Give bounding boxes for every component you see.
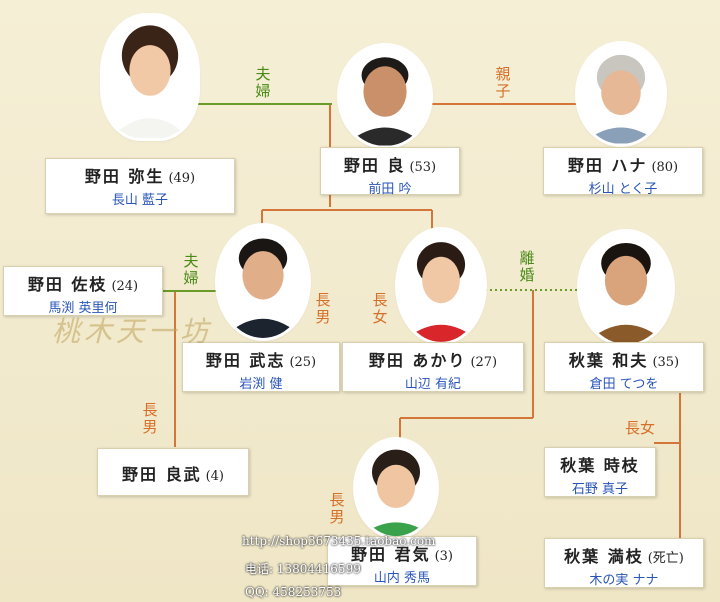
actor-text: 倉田 てつを bbox=[589, 377, 659, 392]
age-text: (35) bbox=[652, 355, 680, 370]
name-text: 秋葉 時枝 bbox=[560, 456, 640, 475]
relation-eldest-daughter-label: 長女 bbox=[624, 419, 655, 437]
name-text: 野田 佐枝 bbox=[27, 275, 108, 294]
name-label: 秋葉 時枝 bbox=[545, 452, 655, 476]
age-text: (49) bbox=[168, 171, 196, 186]
name-label: 野田 良武(4) bbox=[98, 461, 248, 485]
actor-text: 岩渕 健 bbox=[239, 377, 283, 392]
age-text: (80) bbox=[651, 160, 679, 175]
card-tokie: 秋葉 時枝 石野 真子 bbox=[544, 447, 656, 497]
relation-couple-label: 夫婦 bbox=[255, 65, 271, 100]
name-label: 野田 弥生(49) bbox=[46, 163, 234, 187]
card-yoshitake: 野田 良武(4) bbox=[97, 448, 249, 496]
name-label: 野田 君気(3) bbox=[328, 541, 476, 565]
relation-eldest-son-label: 長男 bbox=[142, 401, 158, 436]
name-label: 野田 ハナ(80) bbox=[544, 152, 702, 176]
watermark-qq: QQ: 458253753 bbox=[245, 585, 342, 599]
card-hana: 野田 ハナ(80) 杉山 とく子 bbox=[543, 147, 703, 197]
name-text: 野田 ハナ bbox=[567, 156, 648, 175]
name-label: 秋葉 満枝(死亡) bbox=[545, 543, 703, 567]
watermark-logo: 桃木天一坊 bbox=[52, 315, 213, 348]
card-ryo: 野田 良(53) 前田 吟 bbox=[320, 147, 460, 197]
actor-text: 木の実 ナナ bbox=[589, 573, 659, 588]
name-text: 秋葉 満枝 bbox=[564, 547, 644, 566]
actor-text: 前田 吟 bbox=[368, 182, 412, 197]
card-yayoi: 野田 弥生(49) 長山 藍子 bbox=[45, 158, 235, 214]
age-text: (死亡) bbox=[647, 551, 684, 566]
boy-photo bbox=[356, 440, 436, 536]
watermark-phone: 电话: 13804416599 bbox=[245, 562, 361, 576]
ryo-photo bbox=[340, 46, 430, 146]
name-text: 野田 君気 bbox=[351, 545, 431, 564]
age-text: (27) bbox=[470, 355, 498, 370]
actor-text: 長山 藍子 bbox=[111, 193, 169, 208]
name-text: 野田 良武 bbox=[122, 465, 202, 484]
card-kazuo: 秋葉 和夫(35) 倉田 てつを bbox=[544, 342, 704, 392]
actor-text: 山内 秀馬 bbox=[373, 571, 431, 586]
name-text: 野田 弥生 bbox=[84, 167, 165, 186]
hana-photo bbox=[578, 44, 664, 144]
takeshi-photo bbox=[218, 226, 308, 338]
age-text: (24) bbox=[111, 279, 139, 294]
kazuo-photo bbox=[580, 232, 672, 344]
watermark-url: http://shop3673435.taobao.com bbox=[242, 534, 436, 548]
name-label: 野田 良(53) bbox=[321, 152, 459, 176]
name-label: 野田 佐枝(24) bbox=[4, 271, 162, 295]
card-saeda: 野田 佐枝(24) 馬渕 英里何 bbox=[3, 266, 163, 316]
yayoi-photo bbox=[103, 16, 197, 138]
name-label: 野田 あかり(27) bbox=[343, 347, 523, 371]
relation-couple-label: 夫婦 bbox=[183, 252, 199, 287]
name-label: 秋葉 和夫(35) bbox=[545, 347, 703, 371]
card-akari: 野田 あかり(27) 山辺 有紀 bbox=[342, 342, 524, 392]
actor-text: 石野 真子 bbox=[571, 482, 629, 497]
name-text: 野田 あかり bbox=[368, 351, 467, 370]
actor-text: 杉山 とく子 bbox=[588, 182, 658, 197]
age-text: (3) bbox=[434, 549, 453, 564]
relation-parent-child-label: 親子 bbox=[495, 65, 511, 100]
actor-text: 山辺 有紀 bbox=[404, 377, 462, 392]
age-text: (4) bbox=[205, 469, 224, 484]
age-text: (25) bbox=[289, 355, 317, 370]
card-mitsue: 秋葉 満枝(死亡) 木の実 ナナ bbox=[544, 538, 704, 588]
name-text: 秋葉 和夫 bbox=[568, 351, 649, 370]
card-boy: 野田 君気(3) 山内 秀馬 bbox=[327, 536, 477, 586]
name-text: 野田 良 bbox=[343, 156, 406, 175]
relation-eldest-daughter-label: 長女 bbox=[372, 291, 388, 326]
relation-eldest-son-label: 長男 bbox=[329, 491, 345, 526]
actor-text: 馬渕 英里何 bbox=[48, 301, 118, 316]
name-label: 野田 武志(25) bbox=[183, 347, 339, 371]
card-takeshi: 野田 武志(25) 岩渕 健 bbox=[182, 342, 340, 392]
relation-eldest-son-label: 長男 bbox=[315, 291, 331, 326]
akari-photo bbox=[398, 230, 484, 342]
name-text: 野田 武志 bbox=[205, 351, 286, 370]
relation-divorced-label: 離婚 bbox=[519, 249, 535, 284]
age-text: (53) bbox=[409, 160, 437, 175]
